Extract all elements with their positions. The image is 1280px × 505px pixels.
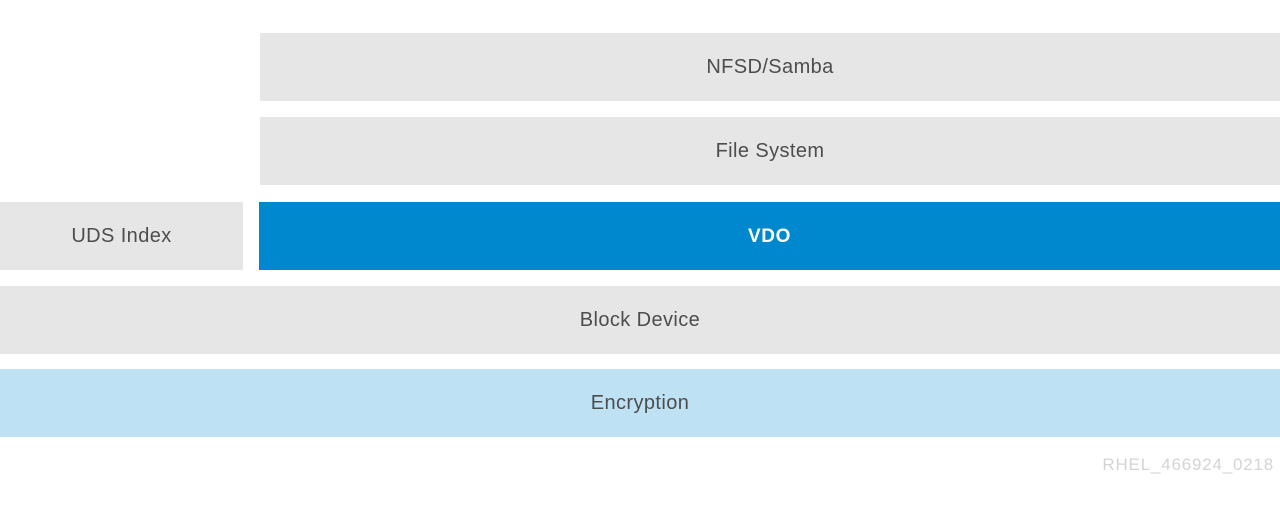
- layer-uds-index: UDS Index: [0, 202, 243, 270]
- layer-encryption-label: Encryption: [590, 392, 690, 414]
- watermark-text: RHEL_466924_0218: [1102, 455, 1274, 474]
- layer-vdo-label: VDO: [748, 225, 791, 247]
- layer-uds-index-label: UDS Index: [71, 225, 172, 247]
- layer-nfsd-samba-label: NFSD/Samba: [706, 56, 834, 78]
- layer-vdo: VDO: [259, 202, 1280, 270]
- layer-file-system: File System: [260, 117, 1280, 185]
- layer-encryption: Encryption: [0, 369, 1280, 437]
- layer-block-device: Block Device: [0, 286, 1280, 354]
- layer-nfsd-samba: NFSD/Samba: [260, 33, 1280, 101]
- layer-file-system-label: File System: [715, 140, 825, 162]
- layer-block-device-label: Block Device: [579, 309, 701, 331]
